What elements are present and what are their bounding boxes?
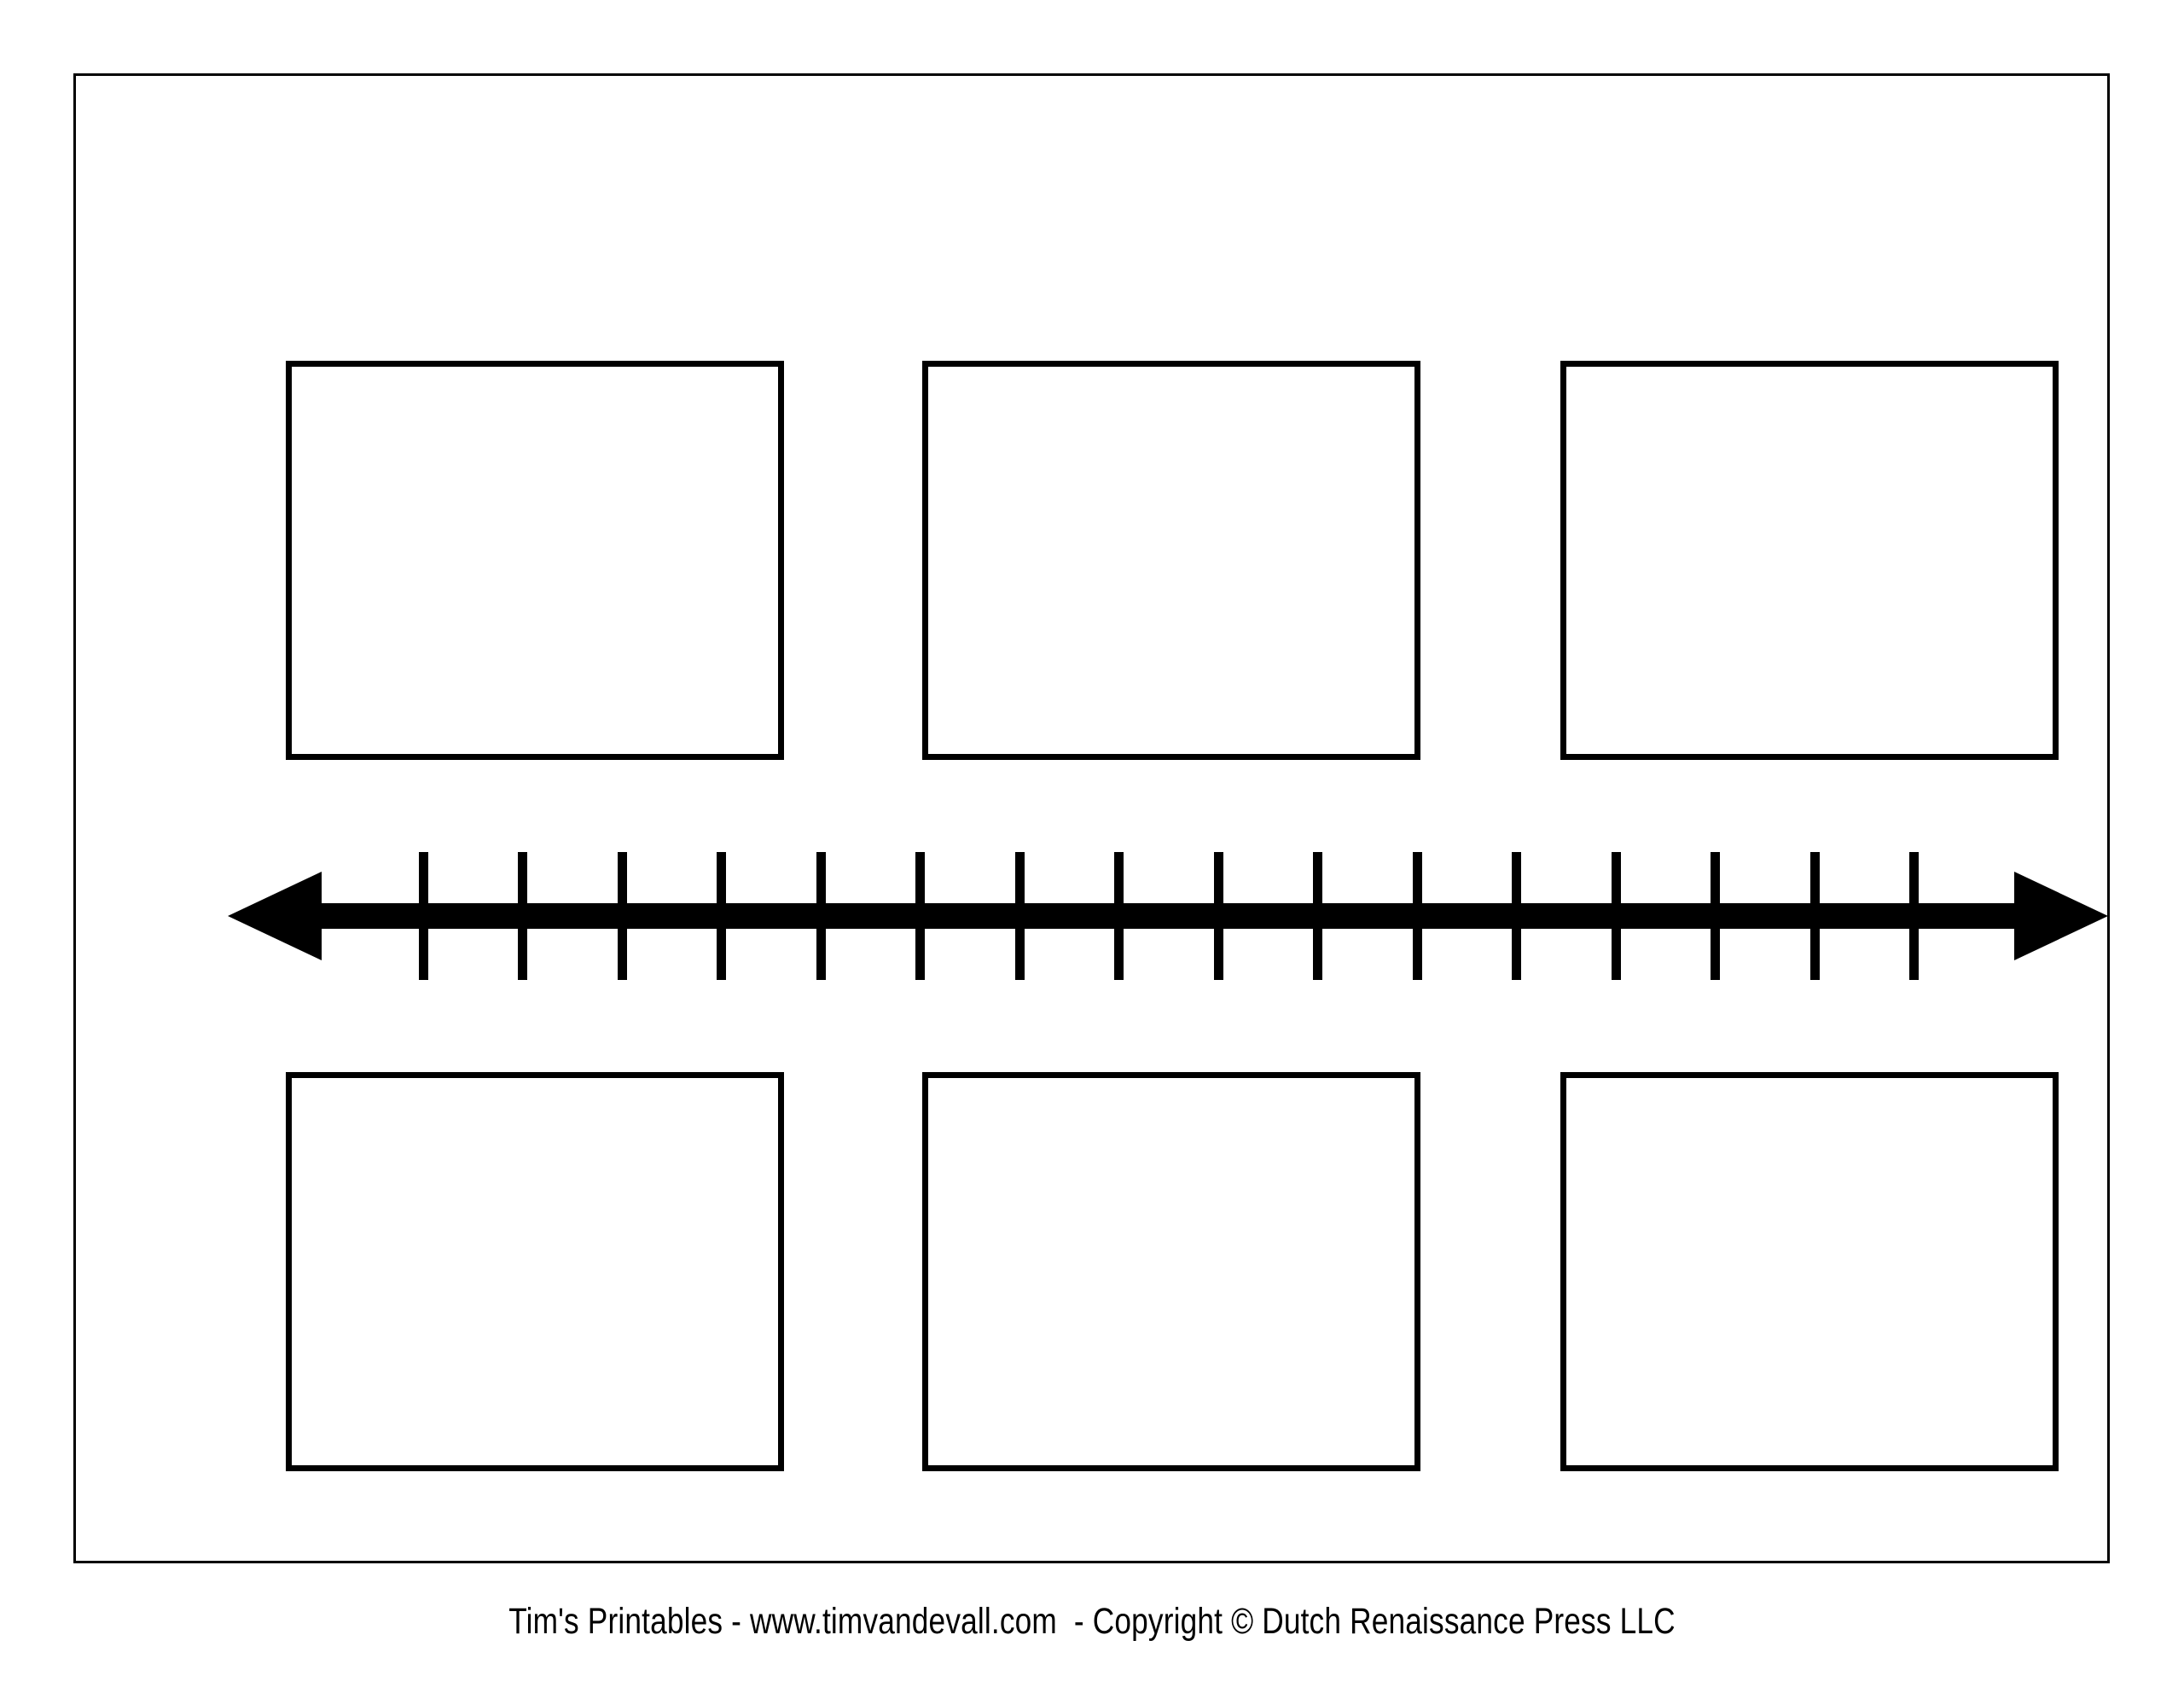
tick-mark xyxy=(1512,852,1521,980)
tick-mark xyxy=(915,852,925,980)
tick-mark xyxy=(1015,852,1025,980)
tick-mark xyxy=(1114,852,1124,980)
answer-box-bottom-1[interactable] xyxy=(286,1072,784,1471)
tick-mark xyxy=(1313,852,1322,980)
footer-credit-line: Tim's Printables - www.timvandevall.com … xyxy=(508,1601,1676,1642)
tick-mark xyxy=(717,852,726,980)
number-line-shaft xyxy=(272,903,2064,929)
answer-box-top-3[interactable] xyxy=(1560,361,2059,760)
tick-mark xyxy=(1909,852,1919,980)
tick-mark xyxy=(618,852,627,980)
arrow-left-icon xyxy=(228,872,322,960)
answer-box-top-1[interactable] xyxy=(286,361,784,760)
tick-mark-group xyxy=(419,852,1919,980)
tick-mark xyxy=(518,852,527,980)
tick-mark xyxy=(1214,852,1223,980)
tick-mark xyxy=(1711,852,1720,980)
number-line-graphic[interactable] xyxy=(221,839,2115,993)
answer-box-bottom-3[interactable] xyxy=(1560,1072,2059,1471)
answer-box-bottom-2[interactable] xyxy=(922,1072,1420,1471)
answer-box-top-2[interactable] xyxy=(922,361,1420,760)
arrow-right-icon xyxy=(2014,872,2108,960)
tick-mark xyxy=(816,852,826,980)
number-line-svg xyxy=(228,852,2108,980)
tick-mark xyxy=(419,852,428,980)
tick-mark xyxy=(1413,852,1422,980)
tick-mark xyxy=(1810,852,1820,980)
tick-mark xyxy=(1612,852,1621,980)
page-border xyxy=(73,73,2110,1563)
